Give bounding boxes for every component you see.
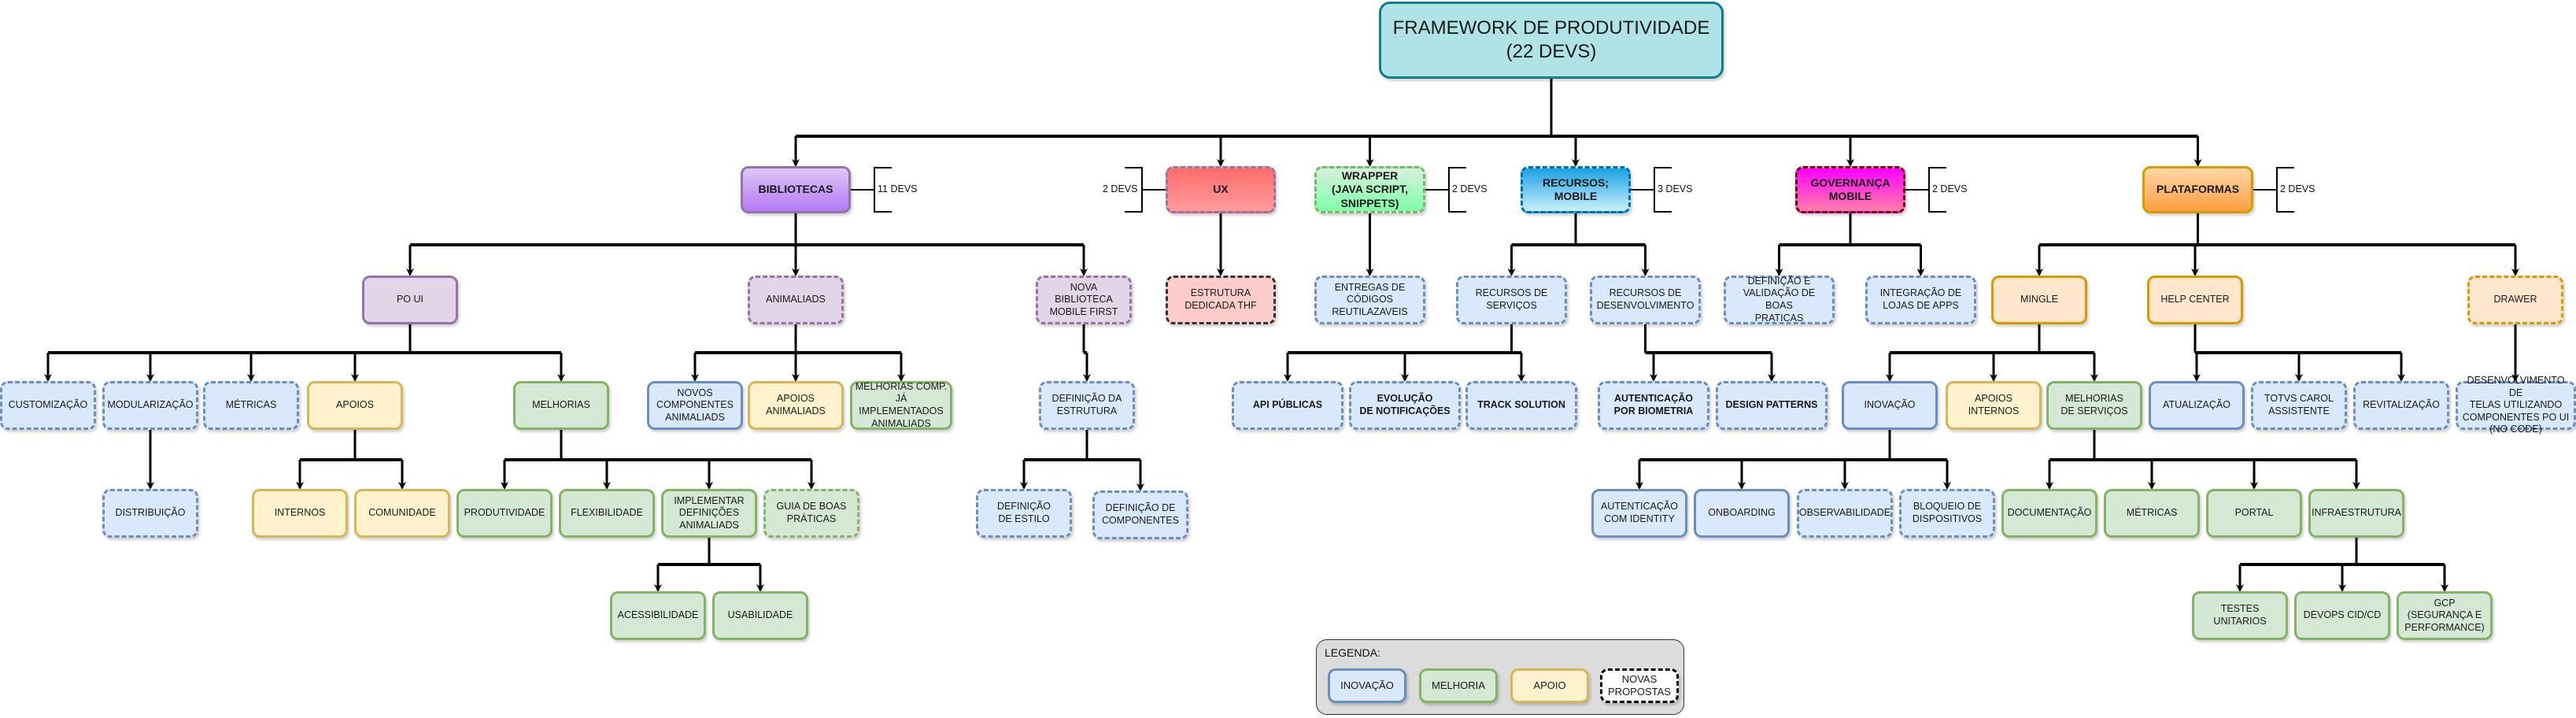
node-apoios[interactable]: APOIOS [307, 381, 403, 430]
node-atualizacao[interactable]: ATUALIZAÇÃO [2149, 381, 2245, 430]
node-bloqueio-dispositivos[interactable]: BLOQUEIO DE DISPOSITIVOS [1899, 489, 1995, 538]
node-melhorias-comp[interactable]: MELHORIAS COMP. JÁ IMPLEMENTADOS ANIMALI… [850, 381, 952, 430]
node-integracao-lojas[interactable]: INTEGRAÇÃO DE LOJAS DE APPS [1865, 276, 1976, 324]
node-wrapper[interactable]: WRAPPER (JAVA SCRIPT, SNIPPETS) [1314, 166, 1425, 213]
node-evolucao-notificacoes[interactable]: EVOLUÇÃO DE NOTIFICAÇÕES [1349, 381, 1461, 430]
devs-bracket-wrapper [1425, 167, 1466, 213]
node-ux[interactable]: UX [1166, 166, 1276, 213]
node-modularizacao[interactable]: MODULARIZAÇÃO [102, 381, 198, 430]
node-definicao-componentes[interactable]: DEFINIÇÃO DE COMPONENTES [1092, 490, 1188, 539]
node-definicao-boas-praticas[interactable]: DEFINIÇÃO E VALIDAÇÃO DE BOAS PRATICAS [1724, 276, 1835, 324]
devs-count-bibliotecas: 11 DEVS [878, 183, 918, 194]
devs-count-wrapper: 2 DEVS [1452, 183, 1488, 194]
devs-count-recursos-mobile: 3 DEVS [1658, 183, 1693, 194]
node-produtividade[interactable]: PRODUTIVIDADE [456, 489, 553, 538]
node-distribuicao[interactable]: DISTRIBUIÇÃO [102, 489, 198, 538]
node-novos-componentes[interactable]: NOVOS COMPONENTES ANIMALIADS [647, 381, 743, 430]
node-revitalizacao[interactable]: REVITALIZAÇÃO [2353, 381, 2449, 430]
node-animaliads[interactable]: ANIMALIADS [748, 276, 844, 324]
node-bibliotecas[interactable]: BIBLIOTECAS [741, 166, 851, 213]
node-observabilidade[interactable]: OBSERVABILIDADE [1797, 489, 1893, 538]
node-design-patterns[interactable]: DESIGN PATTERNS [1716, 381, 1828, 430]
node-devops[interactable]: DEVOPS CID/CD [2294, 591, 2390, 640]
node-recursos-desenvolvimento[interactable]: RECURSOS DE DESENVOLVIMENTO [1590, 276, 1701, 324]
node-track-solution[interactable]: TRACK SOLUTION [1465, 381, 1577, 430]
devs-bracket-plataformas [2253, 167, 2294, 213]
node-help-center[interactable]: HELP CENTER [2147, 276, 2243, 324]
legend-item-melhoria: MELHORIA [1419, 668, 1498, 703]
legend-item-novas-propostas: NOVAS PROPOSTAS [1600, 668, 1679, 703]
node-guia-boas-praticas[interactable]: GUIA DE BOAS PRÁTICAS [763, 489, 859, 538]
node-melhorias-servicos[interactable]: MELHORIAS DE SERVIÇOS [2046, 381, 2142, 430]
node-apoios-animaliads[interactable]: APOIOS ANIMALIADS [748, 381, 844, 430]
node-customizacao[interactable]: CUSTOMIZAÇÃO [0, 381, 96, 430]
node-onboarding[interactable]: ONBOARDING [1694, 489, 1790, 538]
node-metricas-servicos[interactable]: MÉTRICAS [2104, 489, 2200, 538]
node-testes-unitarios[interactable]: TESTES UNITARIOS [2192, 591, 2288, 640]
node-root[interactable]: FRAMEWORK DE PRODUTIVIDADE (22 DEVS) [1379, 2, 1724, 79]
legend-item-inovação: INOVAÇÃO [1328, 668, 1406, 703]
node-apoios-internos[interactable]: APOIOS INTERNOS [1946, 381, 2042, 430]
node-estrutura-thf[interactable]: ESTRUTURA DEDICADA THF [1166, 276, 1276, 324]
legend: LEGENDA: INOVAÇÃO MELHORIA APOIO NOVAS PROP… [1316, 639, 1684, 715]
node-acessibilidade[interactable]: ACESSIBILIDADE [610, 591, 706, 640]
node-documentacao[interactable]: DOCUMENTAÇÃO [2001, 489, 2097, 538]
node-melhorias[interactable]: MELHORIAS [513, 381, 609, 430]
node-flexibilidade[interactable]: FLEXIBILIDADE [559, 489, 655, 538]
legend-item-apoio: APOIO [1510, 668, 1589, 703]
devs-count-governanca-mobile: 2 DEVS [1932, 183, 1968, 194]
node-definicao-estilo[interactable]: DEFINIÇÃO DE ESTILO [976, 489, 1072, 538]
node-totvs-carol[interactable]: TOTVS CAROL ASSISTENTE [2251, 381, 2347, 430]
legend-title: LEGENDA: [1325, 646, 1380, 659]
node-recursos-mobile[interactable]: RECURSOS; MOBILE [1521, 166, 1631, 213]
devs-count-plataformas: 2 DEVS [2280, 183, 2315, 194]
node-recursos-servicos[interactable]: RECURSOS DE SERVIÇOS [1456, 276, 1567, 324]
devs-bracket-governanca-mobile [1905, 167, 1946, 213]
devs-bracket-recursos-mobile [1631, 167, 1672, 213]
node-api-publicas[interactable]: API PÚBLICAS [1232, 381, 1343, 430]
node-nova-biblioteca[interactable]: NOVA BIBLIOTECA MOBILE FIRST [1036, 276, 1132, 324]
node-inovacao[interactable]: INOVAÇÃO [1842, 381, 1938, 430]
node-definicao-estrutura[interactable]: DEFINIÇÃO DA ESTRUTURA [1039, 381, 1135, 430]
node-drawer[interactable]: DRAWER [2467, 276, 2563, 324]
node-implementar-definicoes[interactable]: IMPLEMENTAR DEFINIÇÕES ANIMALIADS [661, 489, 757, 538]
node-metricas-po[interactable]: MÉTRICAS [203, 381, 299, 430]
node-usabilidade[interactable]: USABILIDADE [712, 591, 808, 640]
node-comunidade[interactable]: COMUNIDADE [354, 489, 450, 538]
node-desenvolvimento-telas[interactable]: DESENVOLVIMENTO DE TELAS UTILIZANDO COMP… [2456, 375, 2576, 435]
node-entregas-codigos[interactable]: ENTREGAS DE CÓDIGOS REUTILAZAVEIS [1314, 276, 1425, 324]
node-mingle[interactable]: MINGLE [1991, 276, 2087, 324]
node-internos[interactable]: INTERNOS [252, 489, 348, 538]
node-autenticacao-biometria[interactable]: AUTENTICAÇÃO POR BIOMETRIA [1598, 381, 1709, 430]
devs-bracket-bibliotecas [851, 167, 892, 213]
node-plataformas[interactable]: PLATAFORMAS [2142, 166, 2253, 213]
node-portal[interactable]: PORTAL [2206, 489, 2302, 538]
node-infraestrutura[interactable]: INFRAESTRUTURA [2308, 489, 2404, 538]
node-autenticacao-identity[interactable]: AUTENTICAÇÃO COM IDENTITY [1591, 489, 1687, 538]
node-governanca-mobile[interactable]: GOVERNANÇA MOBILE [1795, 166, 1905, 213]
devs-bracket-ux [1125, 167, 1166, 213]
node-po-ui[interactable]: PO UI [362, 276, 458, 324]
devs-count-ux: 2 DEVS [1103, 183, 1138, 194]
node-gcp[interactable]: GCP (SEGURANÇA E PERFORMANCE) [2397, 591, 2493, 640]
